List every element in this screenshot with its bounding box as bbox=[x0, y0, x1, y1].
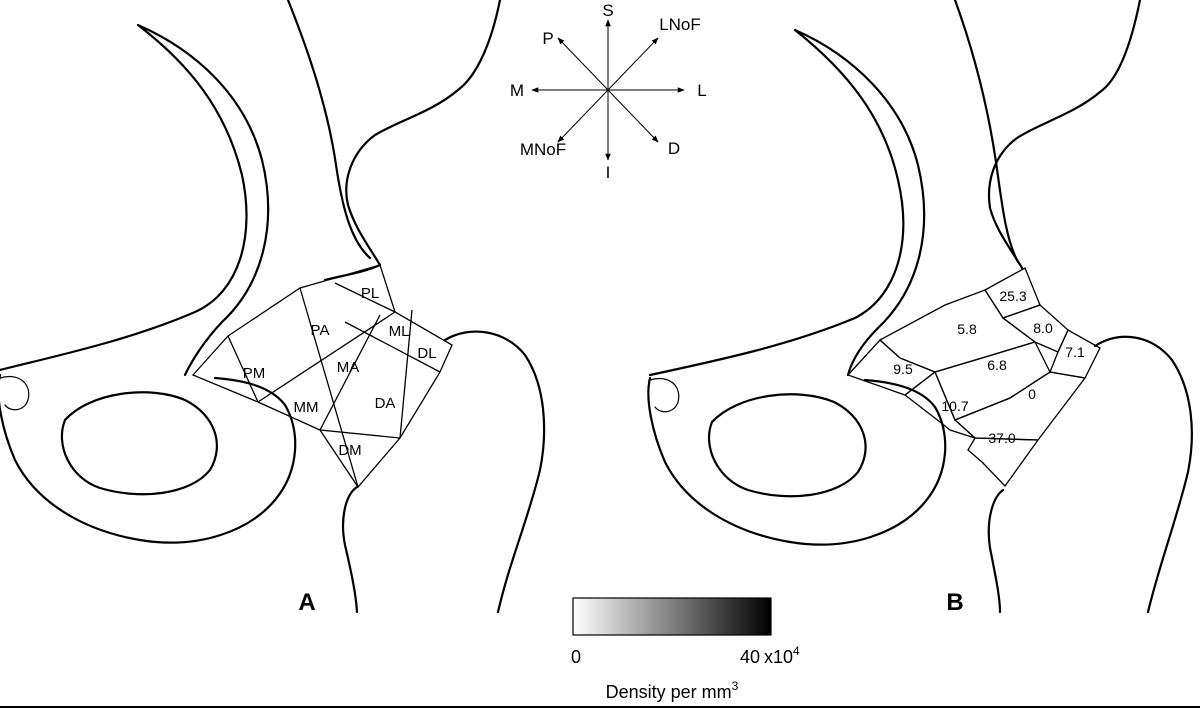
colorbar-gradient bbox=[572, 597, 772, 636]
femoral-shaft-b bbox=[987, 488, 1005, 614]
trochanter-rim-b bbox=[649, 378, 680, 413]
neck-outline-a bbox=[191, 264, 453, 489]
pelvis-outline-a bbox=[0, 23, 270, 377]
density-value-ml: 8.0 bbox=[1033, 320, 1053, 336]
compass-label-inferior: I bbox=[606, 163, 611, 182]
density-value-da: 0 bbox=[1028, 386, 1036, 402]
region-label-a-pm: PM bbox=[243, 365, 266, 382]
region-label-a-pa: PA bbox=[311, 322, 330, 339]
region-label-a-ma: MA bbox=[337, 359, 360, 376]
femoral-head-a bbox=[443, 330, 546, 614]
colorbar-multiplier: x104 bbox=[764, 644, 800, 667]
compass-label-mnof: MNoF bbox=[520, 140, 566, 159]
neck-grid-a bbox=[227, 282, 441, 488]
region-label-a-mm: MM bbox=[294, 399, 319, 416]
panel-label-b: B bbox=[946, 589, 963, 616]
colorbar: 0 40 x104 Density per mm3 bbox=[571, 597, 800, 702]
density-value-pl: 25.3 bbox=[999, 288, 1026, 304]
region-label-a-ml: ML bbox=[389, 323, 410, 340]
density-cell-da bbox=[953, 371, 1087, 441]
ischium-outline-b bbox=[987, 0, 1142, 270]
colorbar-exponent: 4 bbox=[793, 644, 800, 658]
compass-arrow-posterior bbox=[557, 37, 609, 91]
femoral-head-b bbox=[1093, 335, 1193, 614]
compass-label-lnof: LNoF bbox=[659, 15, 701, 34]
colorbar-max-label: 40 bbox=[740, 647, 760, 667]
trochanter-inner-a bbox=[60, 391, 218, 496]
density-value-mm: 10.7 bbox=[941, 398, 968, 414]
density-cell-dl bbox=[1049, 329, 1101, 379]
colorbar-title-text: Density per mm bbox=[606, 682, 732, 702]
compass-arrow-distal bbox=[607, 89, 659, 143]
compass-label-distal: D bbox=[668, 139, 680, 158]
ilium-inner-b bbox=[953, 0, 1020, 264]
panel-label-a: A bbox=[298, 589, 315, 616]
region-label-a-da: DA bbox=[375, 395, 396, 412]
compass-arrow-mnof bbox=[557, 89, 609, 143]
region-label-a-dl: DL bbox=[417, 345, 436, 362]
density-value-ma: 6.8 bbox=[987, 357, 1007, 373]
density-value-pm: 9.5 bbox=[893, 361, 913, 377]
compass-label-medial: M bbox=[510, 81, 524, 100]
density-value-pa: 5.8 bbox=[957, 321, 977, 337]
density-value-dl: 7.1 bbox=[1065, 344, 1085, 360]
colorbar-min-label: 0 bbox=[571, 647, 581, 667]
colorbar-title: Density per mm3 bbox=[606, 679, 739, 702]
trochanter-inner-b bbox=[707, 393, 867, 498]
trochanter-outer-b bbox=[647, 376, 947, 546]
colorbar-multiplier-base: x10 bbox=[764, 647, 793, 667]
region-label-a-dm: DM bbox=[338, 442, 361, 459]
density-cell-dm bbox=[967, 437, 1040, 488]
density-value-dm: 37.0 bbox=[988, 430, 1015, 446]
compass-label-lateral: L bbox=[697, 81, 706, 100]
density-cell-pm bbox=[846, 339, 937, 396]
panel-b: 25.3 5.8 8.0 6.8 7.1 9.5 10.7 0 37.0 B bbox=[647, 0, 1193, 616]
femoral-shaft-a bbox=[342, 485, 359, 614]
region-label-a-pl: PL bbox=[361, 285, 379, 302]
trochanter-outer-a bbox=[0, 373, 297, 544]
bottom-rule bbox=[0, 706, 1200, 708]
compass-label-posterior: P bbox=[542, 29, 553, 48]
compass-arrow-lnof bbox=[607, 37, 659, 91]
colorbar-title-superscript: 3 bbox=[732, 679, 739, 693]
trochanter-rim-a bbox=[0, 376, 30, 411]
panel-a: PL PA ML MA DL PM MM DA DM A bbox=[0, 0, 546, 616]
orientation-compass: S I M L P D LNoF MNoF bbox=[510, 1, 707, 182]
ischium-outline-a bbox=[345, 0, 502, 267]
ilium-inner-a bbox=[286, 0, 372, 260]
compass-label-superior: S bbox=[602, 1, 613, 20]
pelvis-outline-b bbox=[648, 28, 926, 377]
